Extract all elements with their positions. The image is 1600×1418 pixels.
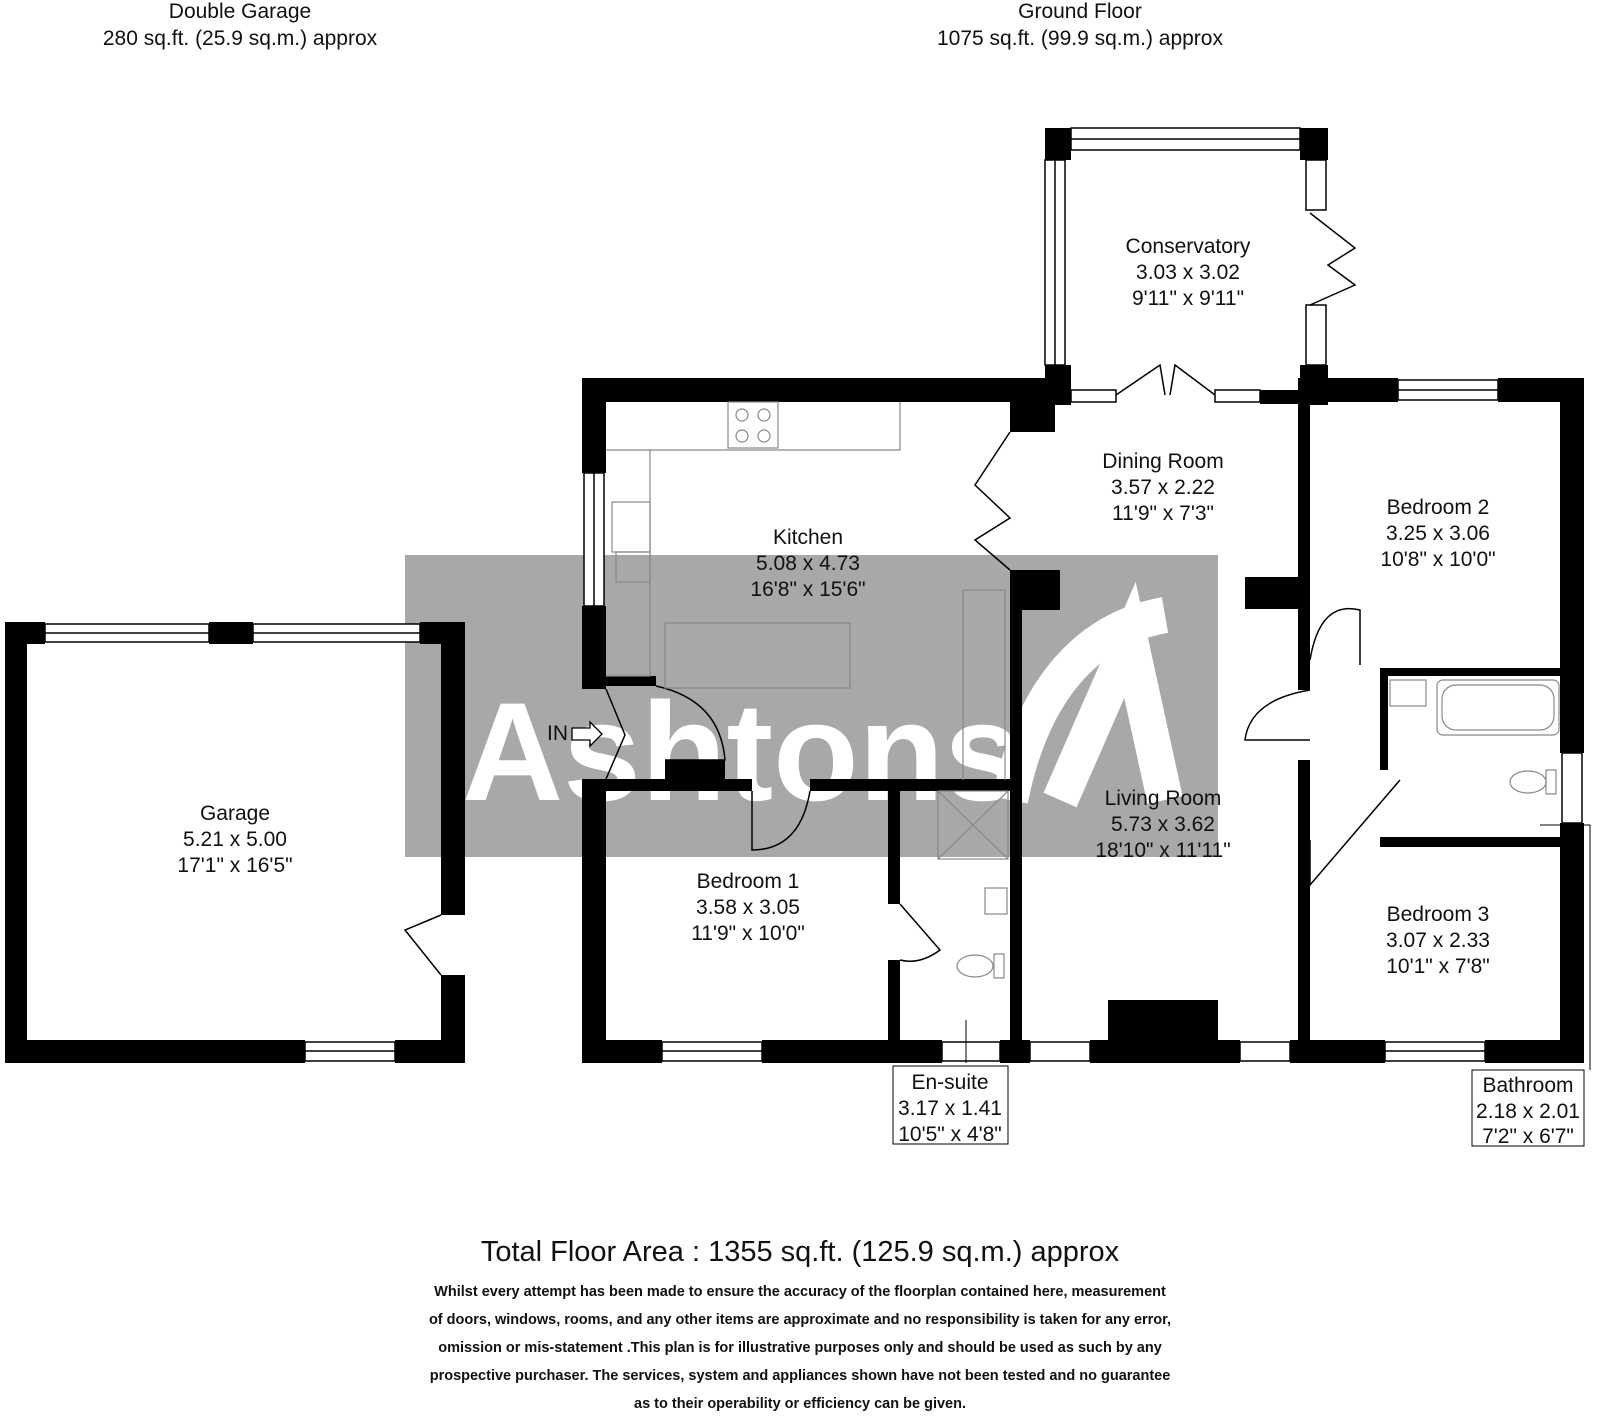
room-imperial: 16'8" x 15'6" — [750, 578, 865, 601]
room-metric: 3.17 x 1.41 — [898, 1097, 1002, 1120]
room-garage: Garage 5.21 x 5.00 17'1" x 16'5" — [177, 802, 292, 877]
shower-tray-icon — [937, 790, 1009, 860]
garage-header: Double Garage 280 sq.ft. (25.9 sq.m.) ap… — [40, 0, 440, 52]
house-windows — [583, 379, 1583, 1062]
disclaimer-line: as to their operability or efficiency ca… — [634, 1396, 966, 1412]
conservatory-side-door-icon — [1309, 212, 1357, 306]
room-imperial: 11'9" x 7'3" — [1112, 502, 1214, 525]
bathroom-leader-line — [1540, 824, 1591, 1070]
room-imperial: 17'1" x 16'5" — [177, 854, 292, 877]
room-kitchen: Kitchen 5.08 x 4.73 16'8" x 15'6" — [750, 526, 865, 601]
watermark-brand: Ashtons — [462, 673, 1022, 830]
room-name: Bedroom 3 — [1387, 903, 1490, 926]
drainer-icon — [615, 551, 651, 583]
room-name: Bathroom — [1482, 1074, 1573, 1097]
bathroom-label-box — [1471, 1069, 1585, 1147]
kitchen-island — [664, 622, 851, 689]
ensuite-fittings — [937, 790, 1009, 979]
room-bathroom: Bathroom 2.18 x 2.01 7'2" x 6'7" — [1471, 1069, 1585, 1148]
room-metric: 3.57 x 2.22 — [1111, 476, 1215, 499]
room-metric: 3.07 x 2.33 — [1386, 929, 1490, 952]
ensuite-toilet-icon — [956, 954, 994, 978]
kitchen-fittings — [606, 401, 1006, 780]
room-name: En-suite — [911, 1071, 988, 1094]
garage-header-title: Double Garage — [168, 0, 312, 23]
hob-icon — [727, 401, 779, 449]
room-imperial: 10'8" x 10'0" — [1380, 548, 1495, 571]
room-bedroom3: Bedroom 3 3.07 x 2.33 10'1" x 7'8" — [1386, 903, 1490, 978]
room-name: Conservatory — [1126, 235, 1251, 258]
ground-floor-header-title: Ground Floor — [1018, 0, 1142, 23]
door-swings — [605, 431, 1401, 962]
room-name: Bedroom 1 — [697, 870, 800, 893]
room-imperial: 11'9" x 10'0" — [691, 922, 805, 945]
bath-icon — [1436, 679, 1560, 736]
total-floor-area: Total Floor Area : 1355 sq.ft. (125.9 sq… — [480, 1236, 1120, 1268]
house-walls — [582, 378, 1584, 1063]
room-imperial: 9'11" x 9'11" — [1132, 287, 1244, 310]
ground-floor-header-area: 1075 sq.ft. (99.9 sq.m.) approx — [937, 27, 1223, 50]
garage-door-icon — [403, 914, 442, 976]
room-metric: 5.73 x 3.62 — [1111, 813, 1215, 836]
room-metric: 5.21 x 5.00 — [183, 828, 287, 851]
room-name: Kitchen — [773, 526, 843, 549]
disclaimer-line: prospective purchaser. The services, sys… — [429, 1368, 1171, 1384]
entrance-marker: IN — [547, 720, 603, 748]
ensuite-basin-icon — [984, 887, 1008, 915]
room-metric: 3.03 x 3.02 — [1136, 261, 1240, 284]
room-ensuite: En-suite 3.17 x 1.41 10'5" x 4'8" — [892, 1065, 1009, 1146]
disclaimer-line: Whilst every attempt has been made to en… — [434, 1284, 1166, 1300]
room-name: Living Room — [1105, 787, 1222, 810]
disclaimer-line: omission or mis-statement .This plan is … — [438, 1340, 1162, 1356]
ground-floor-header: Ground Floor 1075 sq.ft. (99.9 sq.m.) ap… — [880, 0, 1280, 52]
room-imperial: 10'1" x 7'8" — [1386, 955, 1490, 978]
entrance-arrow-icon — [571, 720, 603, 748]
room-name: Garage — [200, 802, 270, 825]
conservatory-windows — [1044, 127, 1327, 403]
room-conservatory: Conservatory 3.03 x 3.02 9'11" x 9'11" — [1126, 235, 1251, 310]
sink-icon — [611, 501, 651, 553]
room-imperial: 7'2" x 6'7" — [1482, 1125, 1574, 1148]
room-name: Bedroom 2 — [1387, 496, 1490, 519]
ensuite-label-box — [892, 1065, 1009, 1145]
room-imperial: 18'10" x 11'11" — [1095, 839, 1230, 862]
disclaimer: Whilst every attempt has been made to en… — [340, 1278, 1260, 1418]
room-bedroom2: Bedroom 2 3.25 x 3.06 10'8" x 10'0" — [1380, 496, 1495, 571]
room-dining: Dining Room 3.57 x 2.22 11'9" x 7'3" — [1102, 450, 1223, 525]
garage-walls — [5, 622, 465, 1063]
disclaimer-line: of doors, windows, rooms, and any other … — [428, 1312, 1172, 1328]
room-metric: 3.58 x 3.05 — [696, 896, 800, 919]
room-name: Dining Room — [1102, 450, 1223, 473]
conservatory-french-door-icon — [1115, 363, 1216, 396]
room-bedroom1: Bedroom 1 3.58 x 3.05 11'9" x 10'0" — [691, 870, 805, 945]
room-metric: 3.25 x 3.06 — [1386, 522, 1490, 545]
entrance-label: IN — [547, 722, 568, 745]
basin-icon — [1389, 679, 1427, 707]
garage-header-area: 280 sq.ft. (25.9 sq.m.) approx — [102, 27, 378, 50]
floor-plan: Ashtons — [5, 127, 1591, 1148]
room-imperial: 10'5" x 4'8" — [898, 1123, 1002, 1146]
bathroom-fittings — [1389, 679, 1560, 795]
garage-windows — [44, 623, 421, 1062]
room-metric: 5.08 x 4.73 — [756, 552, 860, 575]
toilet-icon — [1509, 770, 1547, 794]
room-metric: 2.18 x 2.01 — [1476, 1100, 1580, 1123]
room-living: Living Room 5.73 x 3.62 18'10" x 11'11" — [1095, 787, 1230, 862]
